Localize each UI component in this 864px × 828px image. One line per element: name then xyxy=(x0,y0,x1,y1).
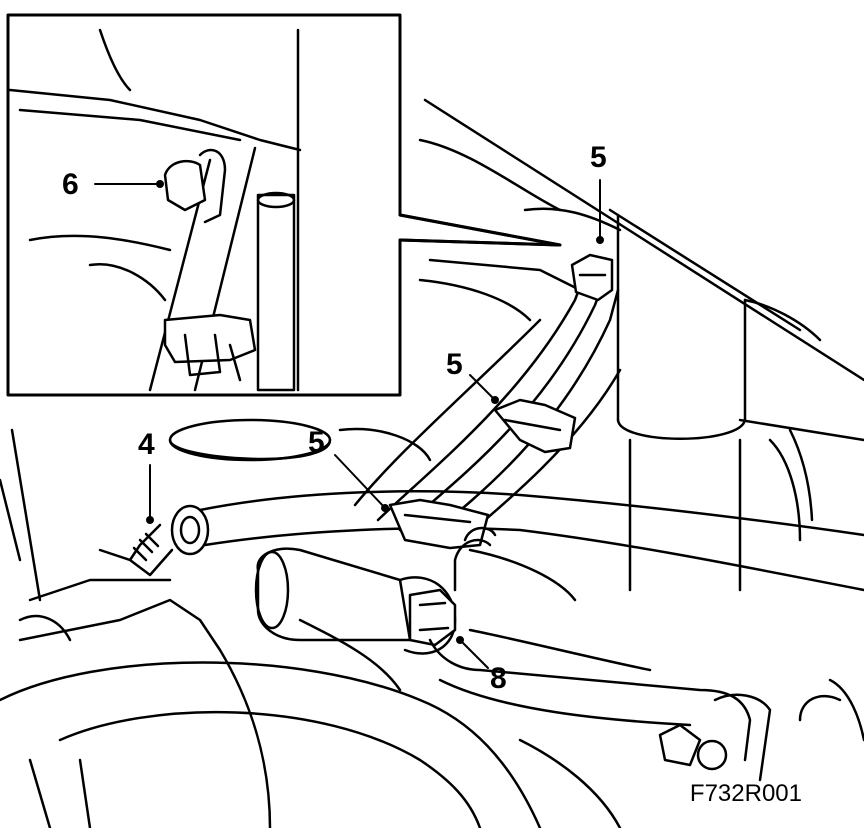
main-hose xyxy=(198,490,864,592)
hose-clips xyxy=(388,253,614,550)
callout-5-lower: 5 xyxy=(308,426,325,459)
drive-housing xyxy=(0,578,622,828)
inset-detail xyxy=(6,13,562,397)
callout-5-middle: 5 xyxy=(446,348,463,381)
sensor-bolt-assembly xyxy=(254,526,577,655)
lower-bracket xyxy=(428,628,864,782)
leader-lines xyxy=(94,179,604,669)
figure-reference-code: F732R001 xyxy=(689,780,802,807)
callout-5-top: 5 xyxy=(590,141,607,174)
callout-4: 4 xyxy=(138,428,155,461)
hose-fitting xyxy=(98,504,210,577)
mount-boss xyxy=(168,418,432,462)
body-panel-lines xyxy=(0,98,864,602)
strut xyxy=(616,213,864,592)
callout-8: 8 xyxy=(490,662,507,695)
callout-6: 6 xyxy=(62,168,79,201)
